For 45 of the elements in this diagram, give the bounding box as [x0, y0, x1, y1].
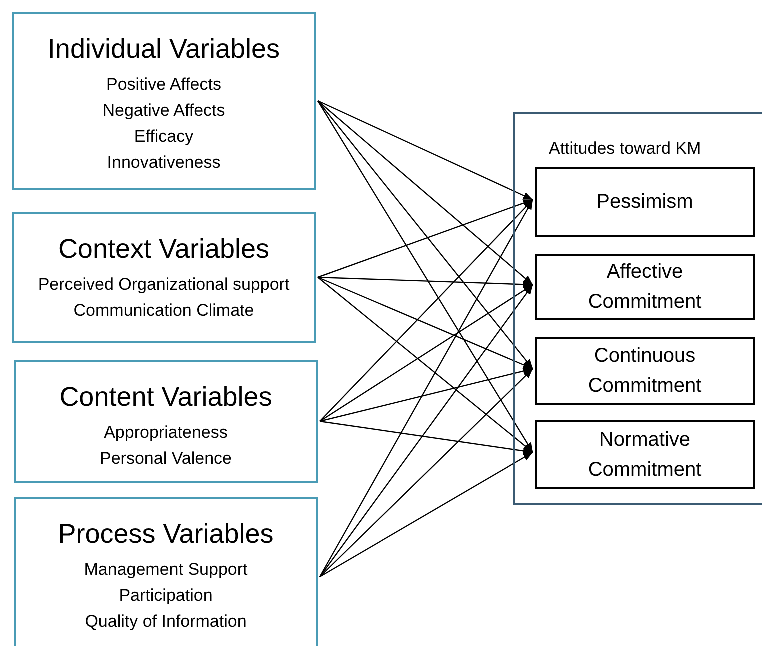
variable-box — [535, 420, 755, 489]
list-item: Personal Valence — [100, 448, 232, 470]
box-heading: Content Variables — [60, 381, 272, 414]
arrow — [318, 100, 534, 370]
box-label: Normative Commitment — [587, 428, 703, 482]
box-label: Affective Commitment — [587, 260, 703, 315]
variable-box — [535, 167, 755, 237]
list-item: Negative Affects — [102, 100, 226, 122]
group-title: Attitudes toward KM — [549, 138, 702, 160]
arrow — [319, 200, 534, 578]
box-heading: Context Variables — [58, 233, 270, 266]
variable-box — [14, 497, 318, 646]
variable-box — [14, 360, 318, 483]
list-item: Innovativeness — [107, 152, 221, 174]
list-item: Quality of Information — [85, 611, 247, 633]
arrow — [320, 368, 534, 422]
arrow — [320, 420, 534, 455]
arrow — [320, 452, 534, 578]
arrow — [320, 368, 534, 578]
arrow — [318, 276, 534, 288]
arrow — [318, 199, 534, 278]
box-heading: Individual Variables — [48, 33, 280, 66]
arrow — [317, 100, 534, 453]
group-box — [513, 112, 762, 505]
list-item: Management Support — [84, 559, 248, 581]
arrow — [320, 200, 534, 422]
arrow — [318, 100, 534, 201]
variable-box — [535, 337, 755, 405]
arrow — [320, 284, 534, 578]
list-item: Perceived Organizational support — [38, 274, 290, 296]
arrow — [318, 277, 534, 453]
box-label: Continuous Commitment — [587, 344, 703, 399]
list-item: Communication Climate — [74, 300, 254, 322]
list-item: Appropriateness — [104, 422, 228, 444]
box-label: Pessimism — [596, 190, 694, 215]
variable-box — [535, 254, 755, 320]
variable-box — [12, 12, 316, 190]
list-item: Positive Affects — [106, 74, 222, 96]
variable-box — [12, 212, 316, 343]
arrow — [318, 276, 534, 370]
box-heading: Process Variables — [58, 518, 274, 551]
arrow — [320, 284, 534, 422]
list-item: Participation — [119, 585, 213, 607]
arrow — [318, 100, 534, 286]
list-item: Efficacy — [134, 126, 194, 148]
